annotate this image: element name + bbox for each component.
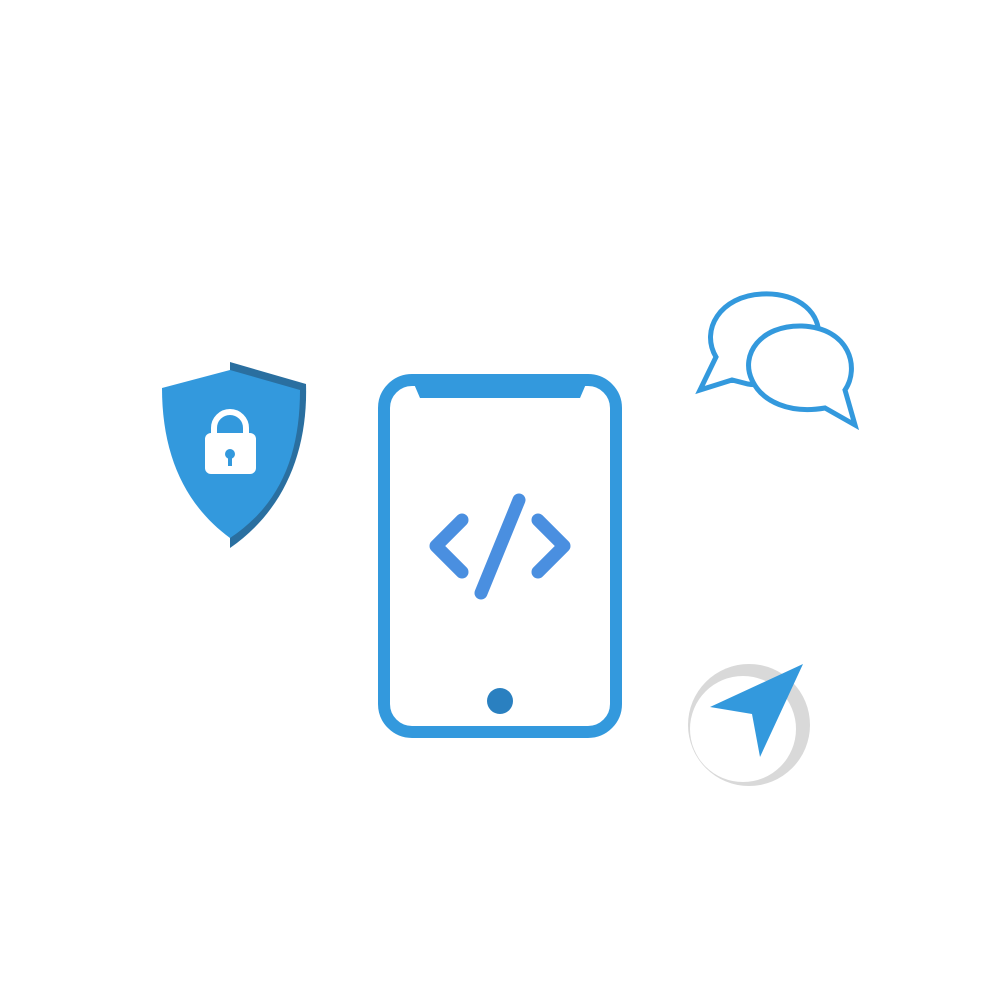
tablet-notch (414, 384, 586, 398)
navigation-arrow-icon (688, 664, 810, 786)
chat-bubbles-icon (695, 291, 860, 431)
shield-lock-icon (162, 362, 307, 548)
padlock-icon (205, 409, 256, 474)
home-button-icon (487, 688, 513, 714)
code-brackets-icon (429, 493, 571, 600)
tablet-code-icon (378, 374, 622, 738)
